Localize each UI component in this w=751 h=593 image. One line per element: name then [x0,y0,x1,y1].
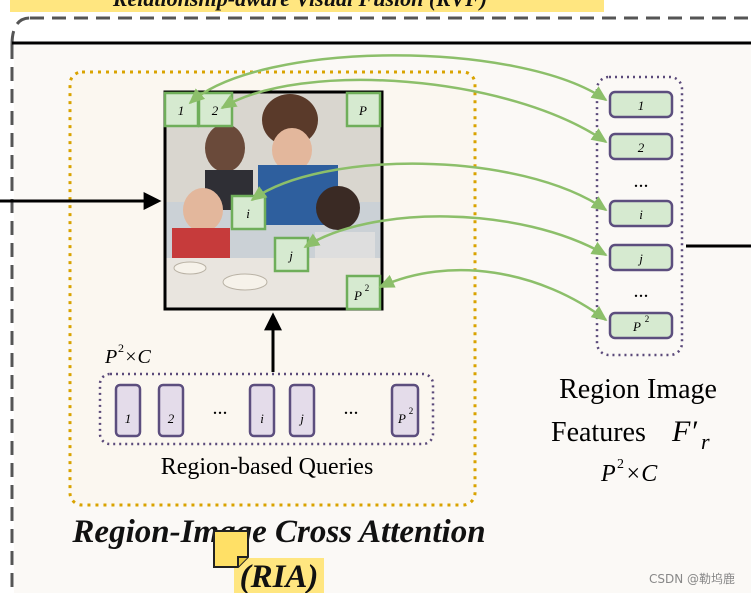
patch-2: 2 [197,91,234,128]
features-shape-label: P 2 ×C [600,457,658,487]
patch-P2: P 2 [345,274,382,311]
svg-text:P: P [353,288,362,303]
outer-dashed-frame [10,16,751,593]
svg-text:P: P [397,411,406,426]
svg-text:j: j [287,248,293,263]
note-icon [213,530,249,568]
svg-text:P: P [358,103,367,118]
query-token-2: 2 [157,383,185,438]
feature-token-2: 2 [608,132,674,161]
svg-text:Relationship-aware Visual Fusi: Relationship-aware Visual Fusion (RVF) [112,0,487,11]
svg-text:Features: Features [551,417,646,448]
svg-text:2: 2 [118,341,124,355]
patch-1: 1 [163,91,200,128]
svg-text:i: i [639,207,643,222]
query-ellipsis-2: ... [344,397,359,419]
svg-text:j: j [298,411,304,426]
ria-title-highlight [234,558,324,593]
svg-text:2: 2 [212,103,219,118]
queries-box [98,372,435,446]
query-token-j: j [288,383,316,438]
svg-text:×C: ×C [625,461,658,487]
svg-text:2: 2 [409,406,414,416]
svg-text:i: i [260,411,264,426]
svg-text:2: 2 [168,411,175,426]
feature-token-j: j [608,243,674,272]
queries-caption: Region-based Queries [161,454,374,480]
arrow-j [303,215,608,257]
query-token-1: 1 [114,383,142,438]
cross-attention-arrows [188,54,608,322]
features-box [595,75,684,357]
svg-text:F′: F′ [671,415,697,448]
svg-text:i: i [246,206,250,221]
arrow-i [250,162,608,212]
features-label-line1: Region Image [559,374,717,405]
query-ellipsis-1: ... [213,397,228,419]
query-shape-label: P 2 ×C [104,341,151,368]
features-label-line2: Features F′ r [551,415,710,454]
svg-text:1: 1 [125,411,132,426]
svg-text:1: 1 [178,103,185,118]
svg-text:r: r [701,429,710,454]
ria-title-line2: (RIA) [240,559,319,593]
svg-text:2: 2 [365,283,370,293]
ria-title-line1: Region-Image Cross Attention [71,514,485,550]
svg-text:2: 2 [645,314,650,324]
feature-token-P2: P 2 [608,311,674,340]
svg-text:2: 2 [617,457,624,472]
svg-text:1: 1 [638,98,645,113]
svg-text:P: P [600,461,616,487]
feature-ellipsis-1: ... [634,170,649,192]
patch-j: j [273,236,310,273]
patch-i: i [230,194,267,231]
svg-text:j: j [637,251,643,266]
feature-ellipsis-2: ... [634,280,649,302]
svg-text:P: P [632,319,641,334]
patch-P: P [345,91,382,128]
arrow-P2 [378,268,608,322]
arrow-2 [220,78,608,144]
watermark: CSDN @勒坞鹿 [649,571,735,586]
svg-text:2: 2 [638,140,645,155]
feature-token-1: 1 [608,90,674,119]
arrow-1 [188,54,608,105]
header-title: Relationship-aware Visual Fusion (RVF) [10,0,604,12]
query-token-i: i [248,383,276,438]
svg-text:P: P [104,346,117,368]
query-token-P2: P 2 [390,383,420,438]
svg-text:×C: ×C [124,346,151,368]
feature-token-i: i [608,199,674,228]
